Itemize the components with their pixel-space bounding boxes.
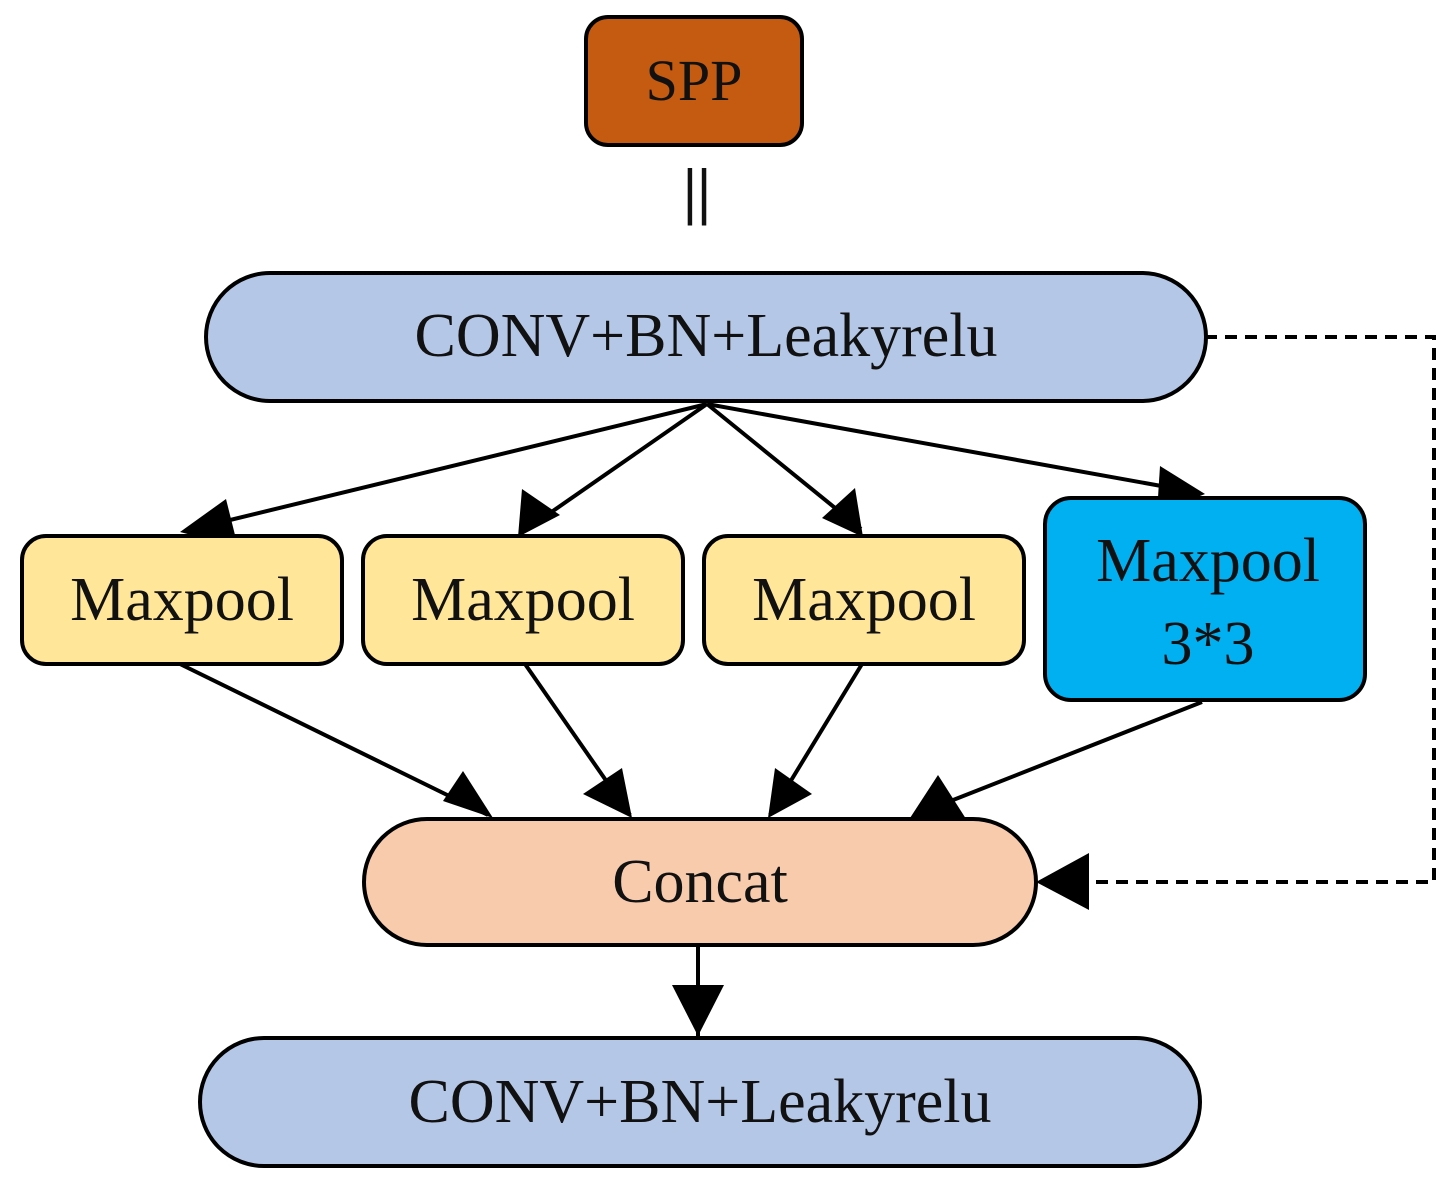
arrowhead-concat-4 <box>910 775 968 822</box>
concat-box <box>362 817 1038 947</box>
conv-top-label: CONV+BN+Leakyrelu <box>414 302 997 370</box>
spp-title: SPP <box>646 48 743 113</box>
edge-maxpool-4-to-concat <box>914 700 1203 817</box>
maxpool-4-box <box>1043 496 1367 702</box>
maxpool-block-1: Maxpool <box>20 534 344 666</box>
arrowhead-concat-3 <box>768 768 812 818</box>
arrowhead-maxpool-2 <box>518 489 560 537</box>
maxpool-2-box <box>361 534 685 666</box>
maxpool-4-label-line1: Maxpool <box>1096 527 1320 595</box>
maxpool-block-2: Maxpool <box>361 534 685 666</box>
conv-block-top: CONV+BN+Leakyrelu <box>204 271 1208 403</box>
conv-bottom-box <box>198 1036 1202 1168</box>
connectors <box>179 335 1436 1036</box>
maxpool-2-label: Maxpool <box>411 566 635 634</box>
edge-maxpool-1-to-concat <box>179 662 489 817</box>
maxpool-3-box <box>702 534 1026 666</box>
spp-box <box>584 15 804 147</box>
edge-conv-to-maxpool-1 <box>192 402 708 531</box>
maxpool-1-box <box>20 534 344 666</box>
equals-symbol: || <box>683 155 711 226</box>
concat-block: Concat <box>362 817 1038 947</box>
maxpool-block-4: Maxpool 3*3 <box>1043 496 1367 702</box>
concat-label: Concat <box>612 848 788 916</box>
spp-title-box: SPP <box>584 15 804 147</box>
edge-conv-to-maxpool-2 <box>525 402 709 531</box>
arrowhead-concat-2 <box>583 768 632 818</box>
conv-block-bottom: CONV+BN+Leakyrelu <box>198 1036 1202 1168</box>
edge-conv-to-maxpool-4 <box>706 402 1201 495</box>
arrowhead-skip <box>1036 853 1089 910</box>
arrowhead-conv-bottom <box>672 985 724 1036</box>
arrowhead-concat-1 <box>443 771 493 818</box>
arrowhead-maxpool-3 <box>822 488 863 537</box>
maxpool-4-label-line2: 3*3 <box>1162 610 1255 678</box>
conv-top-box <box>204 271 1208 403</box>
maxpool-3-label: Maxpool <box>752 566 976 634</box>
edge-skip-dashed <box>1040 335 1436 884</box>
maxpool-block-3: Maxpool <box>702 534 1026 666</box>
conv-bottom-label: CONV+BN+Leakyrelu <box>408 1068 991 1136</box>
maxpool-1-label: Maxpool <box>70 566 294 634</box>
